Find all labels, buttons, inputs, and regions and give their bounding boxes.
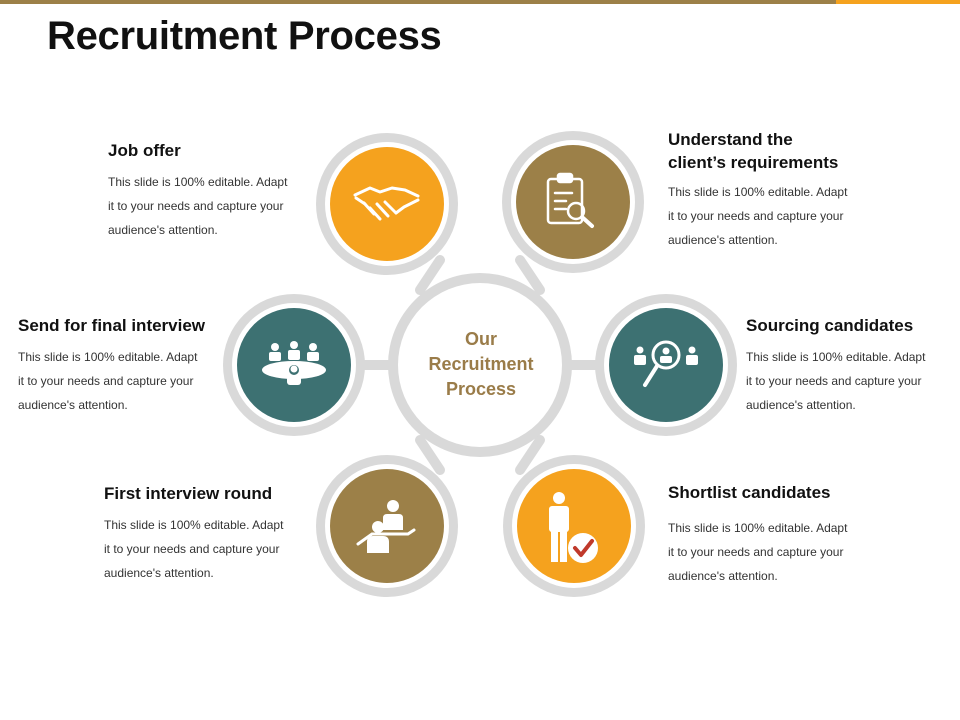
step-description: This slide is 100% editable. Adapt it to…	[668, 521, 848, 583]
meeting-table-icon	[262, 341, 326, 385]
center-label: Our Recruitment Process	[400, 327, 562, 402]
step-description: This slide is 100% editable. Adapt it to…	[18, 350, 198, 412]
connector-shortlist	[515, 435, 545, 475]
center-label-line-2: Recruitment	[428, 354, 534, 374]
step-shortlist-candidates: Shortlist candidates This slide is 100% …	[668, 481, 873, 588]
step-final-interview: Send for final interview This slide is 1…	[18, 314, 230, 417]
person-check-icon	[549, 492, 598, 563]
connector-first-interview	[415, 435, 445, 475]
circle-understand	[502, 131, 644, 273]
connector-understand	[515, 255, 545, 295]
circle-sourcing	[595, 294, 737, 436]
circle-shortlist	[503, 455, 645, 597]
step-heading: Understand the client’s requirements	[668, 130, 839, 172]
top-accent-bar	[0, 0, 836, 4]
handshake-icon	[353, 186, 420, 221]
step-description: This slide is 100% editable. Adapt it to…	[104, 518, 284, 580]
step-job-offer: Job offer This slide is 100% editable. A…	[108, 139, 313, 242]
connectors	[359, 255, 602, 475]
center-label-line-1: Our	[464, 329, 497, 349]
top-accent-bar-orange	[836, 0, 960, 4]
step-description: This slide is 100% editable. Adapt it to…	[108, 175, 288, 237]
interview-icon	[356, 500, 416, 553]
step-understand-requirements: Understand the client’s requirements Thi…	[668, 128, 878, 252]
center-ring	[388, 273, 572, 457]
center-label-line-3: Process	[445, 379, 517, 399]
people-search-icon	[634, 340, 698, 387]
circle-first-interview	[316, 455, 458, 597]
step-first-interview: First interview round This slide is 100%…	[104, 482, 309, 585]
step-description: This slide is 100% editable. Adapt it to…	[668, 185, 848, 247]
step-description: This slide is 100% editable. Adapt it to…	[746, 350, 926, 412]
step-heading: Sourcing candidates	[746, 316, 914, 335]
circle-final-interview	[223, 294, 365, 436]
step-heading: First interview round	[104, 484, 273, 503]
connector-job-offer	[415, 255, 445, 295]
clipboard-search-icon	[546, 172, 594, 228]
circle-job-offer	[316, 133, 458, 275]
step-heading: Job offer	[108, 141, 181, 160]
page-title: Recruitment Process	[47, 14, 442, 58]
step-heading: Shortlist candidates	[668, 483, 831, 502]
step-sourcing-candidates: Sourcing candidates This slide is 100% e…	[746, 314, 951, 417]
step-heading: Send for final interview	[18, 316, 206, 335]
